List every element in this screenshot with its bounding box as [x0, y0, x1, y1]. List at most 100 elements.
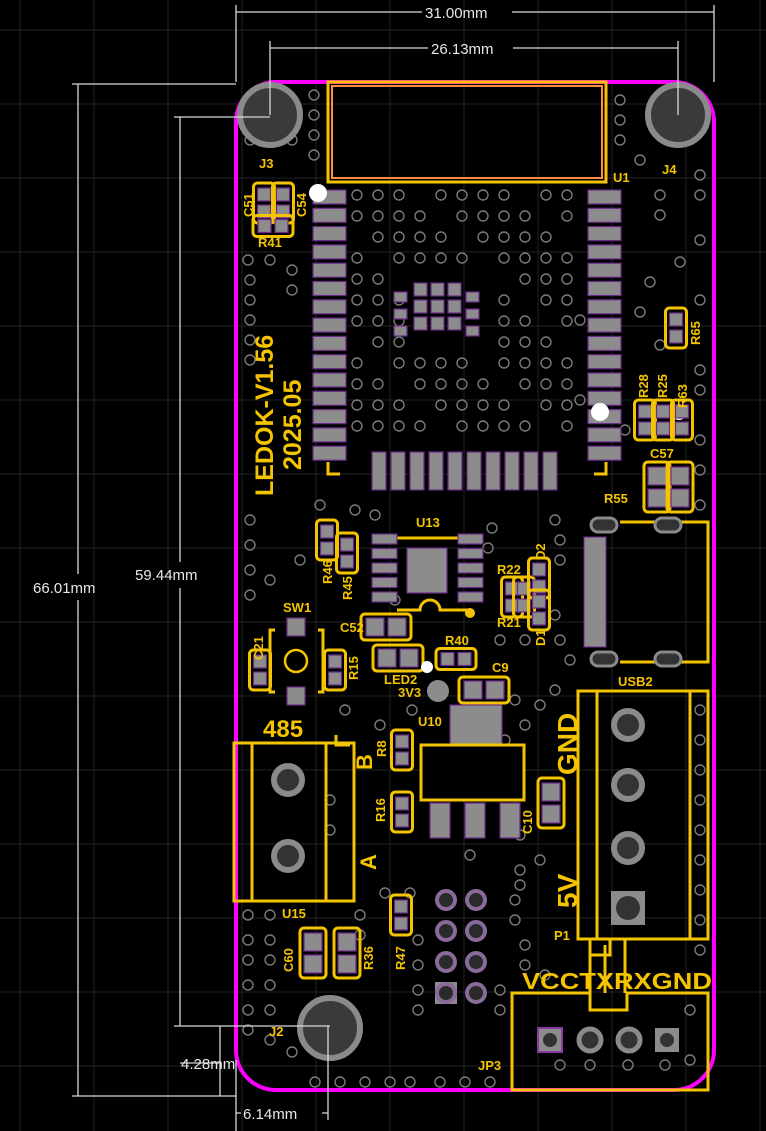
- via: [349, 504, 361, 516]
- r47-pad: [393, 916, 409, 931]
- via: [659, 1059, 671, 1071]
- via: [393, 210, 405, 222]
- designator-j3: J3: [259, 156, 273, 171]
- via: [694, 854, 706, 866]
- via: [264, 954, 276, 966]
- dimension-overall-height[interactable]: 66.01mm: [33, 83, 236, 1097]
- designator-u10: U10: [418, 714, 442, 729]
- designator-r36: R36: [361, 946, 376, 970]
- via: [561, 252, 573, 264]
- via: [351, 420, 363, 432]
- c60-pad: [303, 954, 323, 974]
- terminal-block-485[interactable]: [232, 735, 356, 903]
- module-pad: [587, 226, 622, 242]
- via: [540, 189, 552, 201]
- via: [614, 94, 626, 106]
- dimension-hole-spacing-y[interactable]: 59.44mm: [135, 116, 330, 1027]
- via: [406, 704, 418, 716]
- usb-connector-usb2[interactable]: [583, 516, 710, 668]
- via: [540, 336, 552, 348]
- via: [308, 149, 320, 161]
- via: [684, 1004, 696, 1016]
- module-pad: [466, 451, 482, 491]
- via: [694, 499, 706, 511]
- module-pad: [371, 451, 387, 491]
- via: [244, 294, 256, 306]
- regulator-u10[interactable]: [419, 704, 526, 839]
- module-pad: [312, 280, 347, 297]
- via: [477, 399, 489, 411]
- r65-pad: [668, 329, 684, 344]
- antenna-keepout: [326, 80, 608, 184]
- via: [242, 254, 254, 266]
- pin-header-2x4[interactable]: [435, 889, 487, 1004]
- uart-connector-jp3[interactable]: [510, 939, 710, 1092]
- via: [374, 719, 386, 731]
- module-pad: [312, 317, 347, 333]
- via: [477, 231, 489, 243]
- sw1-pad: [286, 686, 306, 706]
- via: [351, 210, 363, 222]
- module-pad: [587, 262, 622, 278]
- via: [372, 210, 384, 222]
- designator-u15: U15: [282, 906, 306, 921]
- via: [351, 315, 363, 327]
- module-pad: [447, 451, 463, 491]
- dimension-overall-width[interactable]: 31.00mm: [235, 5, 715, 82]
- ic-u13[interactable]: [371, 533, 484, 612]
- header-pin: [435, 889, 457, 911]
- via: [634, 154, 646, 166]
- dimension-hole-spacing-x[interactable]: 26.13mm: [269, 41, 679, 115]
- u10-pin: [464, 802, 486, 839]
- via: [694, 914, 706, 926]
- r8-pad: [394, 751, 410, 766]
- c52-outline: [359, 612, 413, 642]
- designator-j2: J2: [269, 1024, 283, 1039]
- via: [694, 704, 706, 716]
- via: [308, 129, 320, 141]
- 485-outline: [232, 741, 356, 903]
- c10-outline: [536, 776, 566, 830]
- via: [334, 1076, 346, 1088]
- via: [354, 909, 366, 921]
- via: [539, 969, 551, 981]
- c60-outline: [298, 926, 328, 980]
- switch-sw1[interactable]: [268, 617, 325, 706]
- component-r25: [651, 398, 675, 442]
- dimension-hole-offset-y[interactable]: 4.28mm: [180, 1026, 237, 1131]
- via: [351, 294, 363, 306]
- designator-c60: C60: [281, 948, 296, 972]
- component-r8: [390, 728, 414, 772]
- designator-u1: U1: [613, 170, 630, 185]
- designators: J3 C51 C54 R41 U1 J4 R65 R28 R25 R63 C57…: [241, 156, 703, 1073]
- board-date-label: 2025.05: [279, 380, 307, 470]
- module-thermal-pad: [413, 299, 428, 314]
- r16-outline: [390, 790, 414, 834]
- via: [561, 210, 573, 222]
- via: [351, 399, 363, 411]
- dimension-hole-offset-x[interactable]: 6.14mm: [236, 1026, 329, 1123]
- dimension-hole-offset-y-label: 4.28mm: [181, 1056, 235, 1073]
- via: [412, 984, 424, 996]
- via: [519, 252, 531, 264]
- module-pad: [312, 299, 347, 315]
- r45-pad: [339, 537, 355, 552]
- via: [694, 944, 706, 956]
- module-u1[interactable]: [309, 80, 622, 491]
- via: [519, 634, 531, 646]
- pin1-marker: [309, 184, 327, 202]
- gnd-label: GND: [552, 713, 583, 775]
- designator-c54: C54: [294, 192, 309, 217]
- via: [435, 231, 447, 243]
- module-thermal-pad: [430, 282, 445, 297]
- via: [244, 514, 256, 526]
- module-pad: [587, 372, 622, 388]
- terminal-block-p1[interactable]: [576, 689, 710, 960]
- designator-sw1: SW1: [283, 600, 311, 615]
- via: [435, 252, 447, 264]
- u10-pin: [499, 802, 521, 839]
- r25-outline: [651, 398, 675, 442]
- via: [561, 399, 573, 411]
- u10-outline: [419, 743, 526, 802]
